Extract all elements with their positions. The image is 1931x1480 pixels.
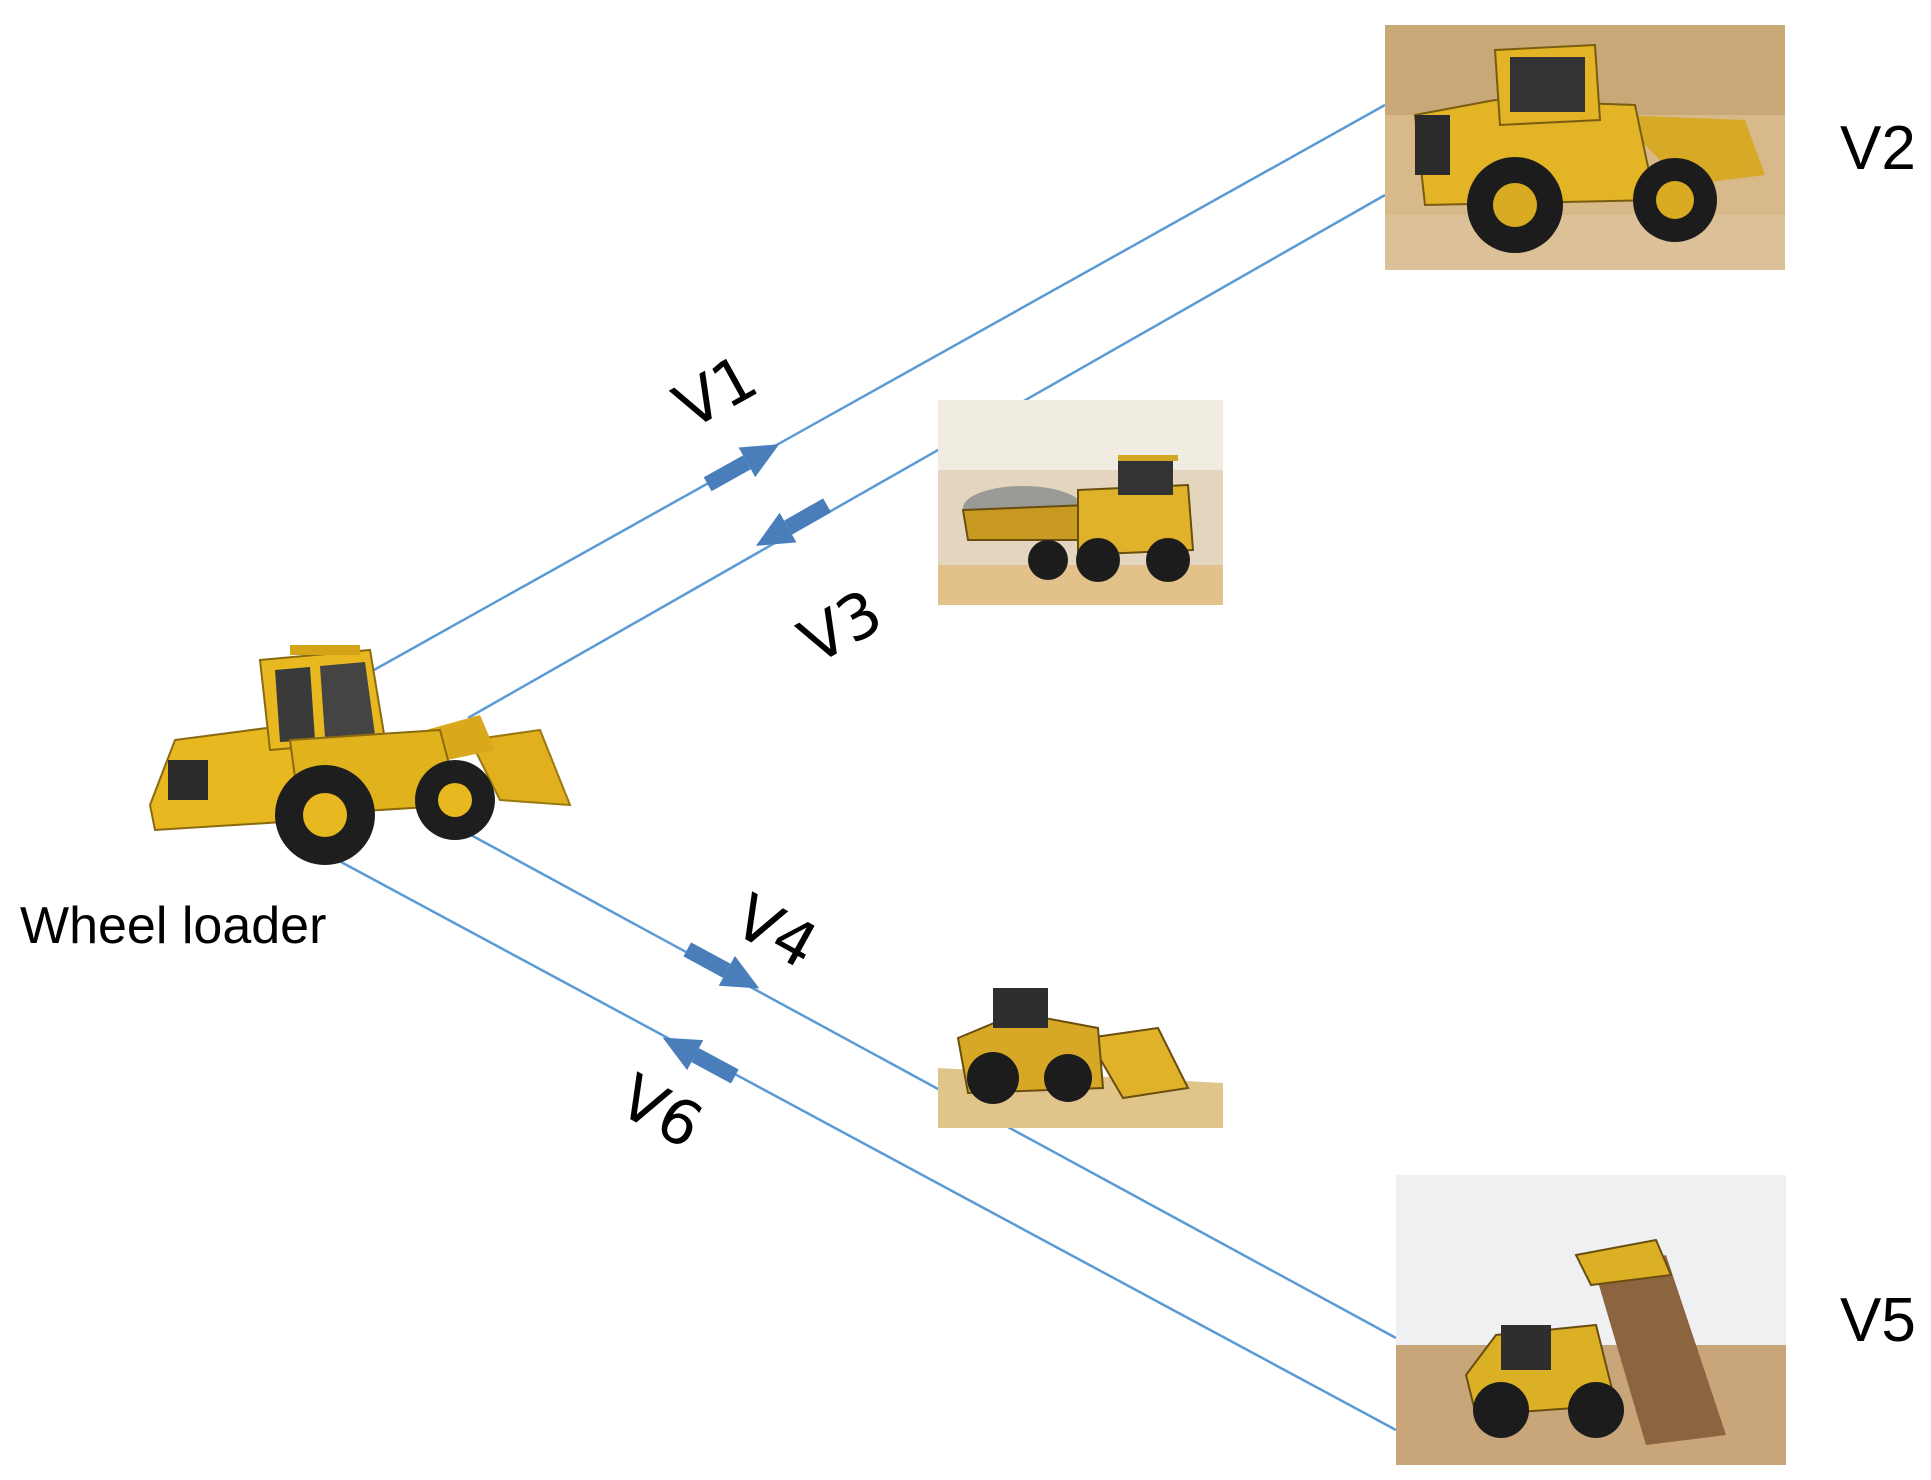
arrow-v4-icon	[683, 942, 760, 989]
wheel-loader-icon	[938, 928, 1223, 1128]
v2-photo	[1385, 25, 1785, 270]
line-v6	[327, 853, 1397, 1432]
v5-photo	[1396, 1175, 1786, 1465]
v5-label: V5	[1840, 1286, 1916, 1355]
line-v4	[457, 826, 1397, 1340]
wheel-loader-icon	[1396, 1175, 1786, 1465]
wheel-loader-icon	[148, 645, 572, 865]
v4-photo	[938, 928, 1223, 1128]
wheel-loader-icon	[938, 400, 1223, 605]
arrow-v3-icon	[755, 498, 832, 546]
wheel-loader-icon	[1385, 25, 1785, 270]
line-v1	[355, 103, 1386, 682]
wheel-loader-label: Wheel loader	[20, 897, 327, 955]
arrow-v1-icon	[703, 444, 780, 492]
line-v3	[467, 193, 1386, 720]
v3-photo	[938, 400, 1223, 605]
v2-label: V2	[1840, 114, 1916, 183]
main-wheel-loader-image	[140, 630, 575, 870]
arrow-v6-icon	[662, 1037, 739, 1084]
